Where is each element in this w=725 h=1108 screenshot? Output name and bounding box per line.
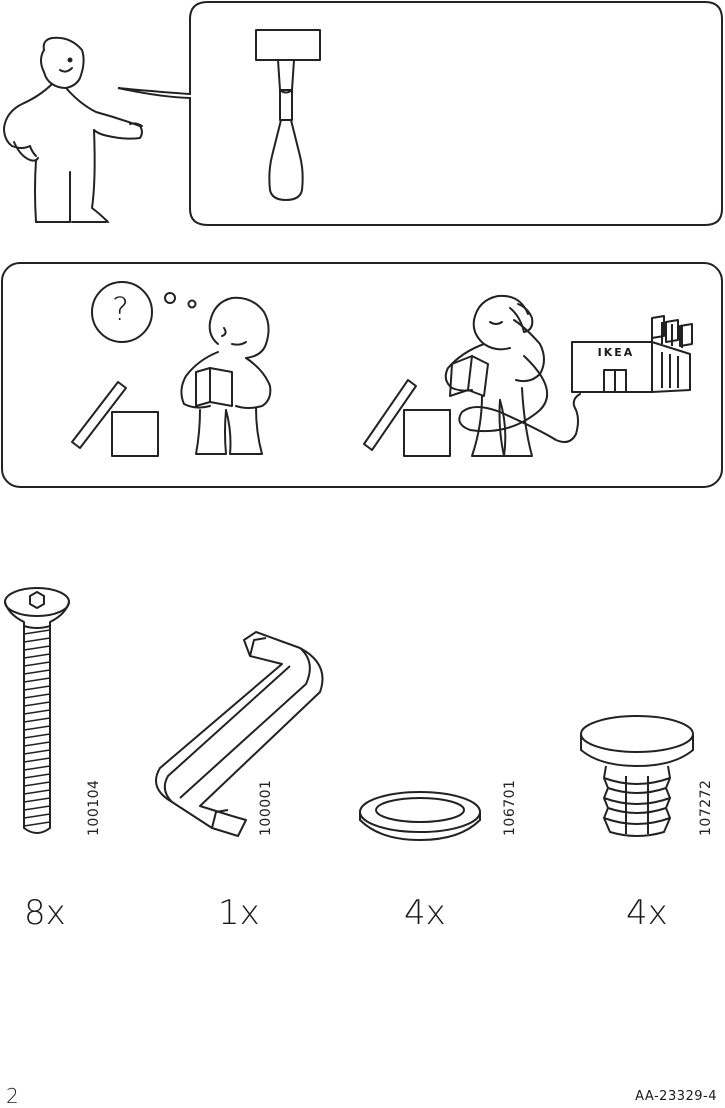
- quantity-bolt: 8x: [24, 896, 66, 930]
- parts-list: 100104 100001 106701 107272 8x 1x 4x 4x: [0, 580, 725, 940]
- part-number-hex-key: 100001: [258, 780, 274, 836]
- glide-foot-illustration: [581, 716, 693, 836]
- phone-call-person-figure: [446, 296, 580, 456]
- thought-bubble: [92, 282, 196, 342]
- quantity-hex-key: 1x: [218, 896, 260, 930]
- washer-illustration: [360, 792, 480, 840]
- confused-person-figure: [181, 298, 270, 454]
- hex-key-illustration: [156, 632, 323, 836]
- parts-drawing: [0, 580, 725, 940]
- part-number-glide: 107272: [698, 780, 714, 836]
- part-number-bolt: 100104: [86, 780, 102, 836]
- quantity-glide: 4x: [626, 896, 668, 930]
- document-code: AA-23329-4: [635, 1089, 717, 1104]
- quantity-washer: 4x: [404, 896, 446, 930]
- part-number-washer: 106701: [502, 780, 518, 836]
- countersunk-bolt-illustration: [5, 588, 69, 833]
- open-box-illustration-2: [364, 380, 450, 456]
- ikea-store-sign: IKEA: [586, 346, 646, 359]
- help-panel-drawing: [0, 260, 725, 490]
- page-number: 2: [6, 1084, 19, 1108]
- question-mark: ?: [112, 290, 129, 328]
- pointing-person-figure: [4, 38, 142, 222]
- help-panel: ? IKEA: [0, 260, 725, 490]
- tools-panel-drawing: [0, 0, 725, 230]
- speech-bubble-frame: [118, 2, 722, 225]
- mallet-tool-icon: [256, 30, 320, 200]
- open-box-illustration-1: [72, 382, 158, 456]
- tools-panel: [0, 0, 725, 230]
